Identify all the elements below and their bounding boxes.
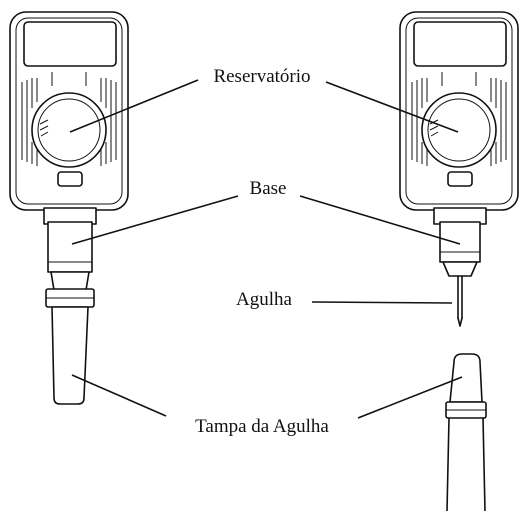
leader-needle	[311, 301, 453, 304]
left-grip-ridges	[21, 72, 117, 166]
left-reservoir	[31, 92, 107, 168]
right-grip-ridges	[411, 72, 507, 166]
leader-reservoir-right	[325, 81, 459, 133]
right-needle-hub	[442, 261, 478, 277]
label-base: Base	[250, 178, 287, 199]
label-needle-cap: Tampa da Agulha	[195, 416, 329, 437]
right-reservoir	[421, 92, 497, 168]
leader-lines	[69, 79, 463, 419]
leader-base-left	[71, 195, 239, 245]
label-reservoir: Reservatório	[213, 66, 310, 87]
right-display-window	[413, 21, 507, 67]
left-needle-cap	[51, 306, 89, 405]
left-injector	[9, 11, 129, 405]
leader-cap-left	[71, 374, 167, 417]
label-needle: Agulha	[236, 289, 293, 310]
right-base	[439, 221, 481, 263]
right-injector	[399, 11, 519, 511]
leader-base-right	[299, 195, 461, 245]
right-needle	[457, 275, 463, 327]
leader-cap-right	[357, 376, 463, 419]
left-cap-upper	[50, 271, 90, 291]
leader-reservoir-left	[69, 79, 199, 133]
detached-needle-cap	[445, 353, 487, 511]
left-base	[47, 221, 93, 273]
left-display-window	[23, 21, 117, 67]
